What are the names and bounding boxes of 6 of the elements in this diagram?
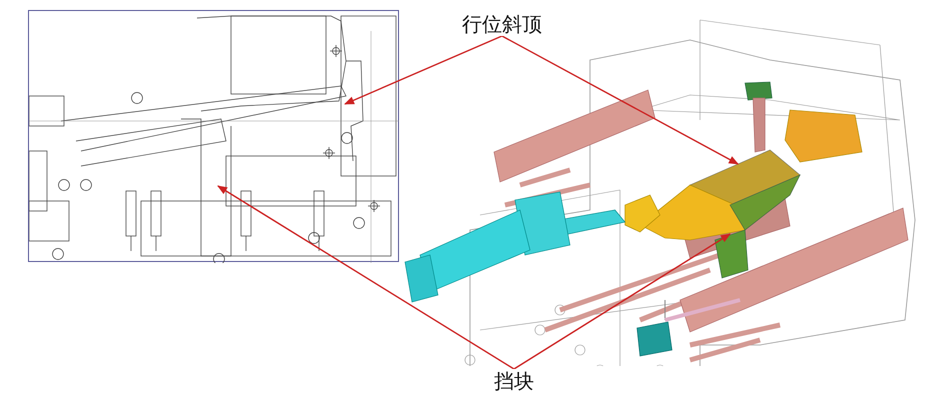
leader-arrow bbox=[344, 35, 502, 105]
callout-label: 行位斜顶 bbox=[460, 12, 544, 36]
leader-arrow bbox=[502, 35, 739, 165]
leader-arrow bbox=[217, 185, 514, 370]
leader-arrow bbox=[514, 233, 731, 370]
cad-drawing-panel bbox=[28, 10, 399, 262]
